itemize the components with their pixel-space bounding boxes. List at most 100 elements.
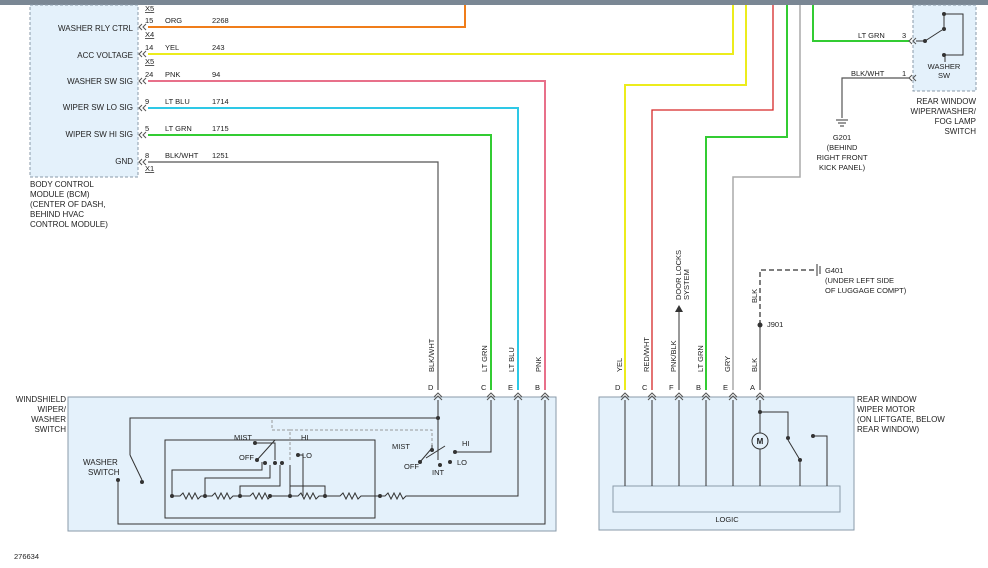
rear-motor-wires <box>624 5 815 390</box>
bcm-pin-pin: 24 <box>145 70 153 79</box>
rm-pin-wire: RED/WHT <box>642 337 651 372</box>
ws-pin-wire: PNK <box>534 357 543 372</box>
bcm-pin-wire: LT GRN <box>165 124 192 133</box>
windshield-switch-name: WINDSHIELD <box>16 395 66 404</box>
wire-yel-rear <box>624 5 747 390</box>
bcm-wires <box>148 5 734 390</box>
bcm-connector-chevrons <box>138 23 147 166</box>
rm-connector-chevrons <box>620 392 765 401</box>
bcm-pin-pin: 15 <box>145 16 153 25</box>
ws-lo-label: LO <box>302 451 312 460</box>
rm-pin-letter: F <box>669 383 674 392</box>
rear-vertical-labels: DOOR LOCKS SYSTEM BLK <box>674 250 759 303</box>
ws-pin-letter: E <box>508 383 513 392</box>
bcm-pin-signal: WASHER SW SIG <box>67 77 133 86</box>
motor-icon: M <box>757 437 764 446</box>
bcm-connector-label: X5 <box>145 57 154 66</box>
rear-motor-pins: YEL D RED/WHT C PNK/BLK F LT GRN B GRY E… <box>615 337 759 392</box>
ws-hi-label-right: HI <box>462 439 470 448</box>
ws-off-label-right: OFF <box>404 462 419 471</box>
windshield-internal-circuit <box>117 400 546 525</box>
bcm-pin-wire: PNK <box>165 70 180 79</box>
wire-gry <box>732 5 801 390</box>
ws-pin-letter: D <box>428 383 434 392</box>
ws-washer-label: SWITCH <box>88 468 120 477</box>
logic-box <box>612 485 841 513</box>
rear-switch-dots <box>923 12 946 57</box>
wire-yel <box>148 5 734 55</box>
rs-name: FOG LAMP <box>935 117 976 126</box>
ws-pin-letter: C <box>481 383 487 392</box>
rear-motor-name: WIPER MOTOR <box>857 405 915 414</box>
bcm-pin-circuit: 1251 <box>212 151 229 160</box>
ground-g201-label: G201 <box>833 133 851 142</box>
blk-wire-label: BLK <box>750 289 759 303</box>
rear-motor-name: (ON LIFTGATE, BELOW <box>857 415 945 424</box>
ws-pin-letter: B <box>535 383 540 392</box>
bcm-desc-line: (CENTER OF DASH, <box>30 200 106 209</box>
rs-pin-wire: LT GRN <box>858 31 885 40</box>
rm-pin-letter: D <box>615 383 621 392</box>
bcm-pin-signal: ACC VOLTAGE <box>77 51 133 60</box>
rear-switch-chevrons <box>908 37 917 82</box>
windshield-pins: BLK/WHT D LT GRN C LT BLU E PNK B <box>427 338 543 392</box>
bcm-pin-wire: LT BLU <box>165 97 190 106</box>
rm-pin-wire: PNK/BLK <box>669 340 678 372</box>
windshield-contact-dots <box>116 416 457 498</box>
rm-pin-letter: E <box>723 383 728 392</box>
ws-pin-wire: LT BLU <box>507 347 516 372</box>
bcm-pin-wire: BLK/WHT <box>165 151 199 160</box>
ws-lo-label-right: LO <box>457 458 467 467</box>
rm-pin-wire: LT GRN <box>696 345 705 372</box>
rm-pin-wire: BLK <box>750 358 759 372</box>
rs-name: WIPER/WASHER/ <box>911 107 977 116</box>
rm-pin-letter: B <box>696 383 701 392</box>
rear-motor-internal <box>624 400 828 486</box>
ws-washer-label: WASHER <box>83 458 118 467</box>
door-locks-label: SYSTEM <box>682 269 691 300</box>
bcm-pin-circuit: 1715 <box>212 124 229 133</box>
windshield-switch-name: WIPER/ <box>38 405 67 414</box>
wire-org <box>148 5 466 28</box>
bcm-pin-pin: 14 <box>145 43 153 52</box>
rs-name: REAR WINDOW <box>916 97 976 106</box>
bcm-name: BODY CONTROL <box>30 180 94 189</box>
bcm-desc-line: BEHIND HVAC <box>30 210 84 219</box>
rm-pin-letter: C <box>642 383 648 392</box>
bcm-pin-circuit: 2268 <box>212 16 229 25</box>
ground-g201-icon <box>836 119 848 127</box>
bcm-pin-pin: 8 <box>145 151 149 160</box>
bcm-pin-signal: WASHER RLY CTRL <box>58 24 134 33</box>
bcm-connector-label: X5 <box>145 4 154 13</box>
rs-pin-wire: BLK/WHT <box>851 69 885 78</box>
bcm-pin-circuit: 243 <box>212 43 225 52</box>
windshield-switch-box <box>67 396 557 532</box>
ws-pin-wire: BLK/WHT <box>427 338 436 372</box>
wire-ltgrn <box>148 134 492 390</box>
rm-pin-letter: A <box>750 383 755 392</box>
rs-pin-pin: 1 <box>902 69 906 78</box>
ws-connector-chevrons <box>433 392 550 401</box>
ws-mist-label-right: MIST <box>392 442 410 451</box>
windshield-switch-name: WASHER <box>31 415 66 424</box>
rs-washer-sw: SW <box>938 71 951 80</box>
rear-switch-gnd-wire <box>841 77 909 118</box>
rear-motor-name: REAR WINDOW <box>857 395 917 404</box>
bcm-pin-pin: 5 <box>145 124 149 133</box>
wire-redwht <box>651 5 774 390</box>
figure-id: 276634 <box>14 552 39 561</box>
ws-off-label: OFF <box>239 453 254 462</box>
rs-pin-pin: 3 <box>902 31 906 40</box>
bcm-pin-signal: WIPER SW HI SIG <box>65 130 133 139</box>
bcm-desc-line: MODULE (BCM) <box>30 190 90 199</box>
ground-g201-desc: (BEHIND <box>827 143 858 152</box>
bcm-pin-pin: 9 <box>145 97 149 106</box>
rm-pin-wire: GRY <box>723 356 732 372</box>
door-locks-arrow-icon <box>675 305 683 312</box>
bcm-desc-line: CONTROL MODULE) <box>30 220 108 229</box>
top-border <box>0 0 988 5</box>
ws-pin-wire: LT GRN <box>480 345 489 372</box>
rear-switch-wires <box>812 5 909 42</box>
